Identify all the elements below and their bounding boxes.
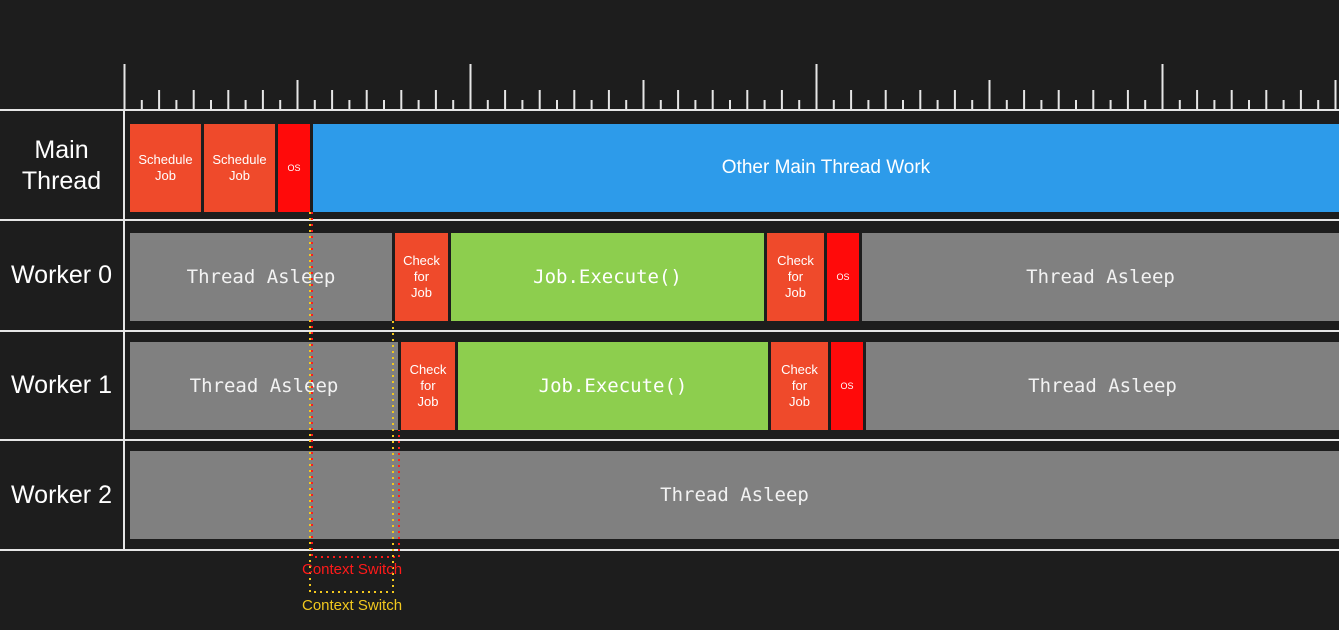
row-divider: [0, 330, 1339, 332]
thread-asleep-block: Thread Asleep: [130, 451, 1339, 539]
context-switch-red-label: Context Switch: [302, 561, 403, 578]
row-label-worker-0: Worker 0: [11, 261, 112, 289]
job-execute-block: Job.Execute(): [458, 342, 768, 430]
row-divider: [0, 439, 1339, 441]
other-main-thread-work-block: Other Main Thread Work: [313, 124, 1339, 212]
schedule-job-block: Schedule Job: [130, 124, 201, 212]
label-column-divider: [123, 110, 125, 550]
context-switch-yellow-label: Context Switch: [302, 597, 403, 614]
thread-asleep-block: Thread Asleep: [866, 342, 1339, 430]
row-label-worker-2: Worker 2: [11, 480, 112, 509]
thread-asleep-block: Thread Asleep: [130, 233, 392, 321]
os-block: OS: [827, 233, 859, 321]
thread-asleep-block: Thread Asleep: [862, 233, 1339, 321]
schedule-job-block: Schedule Job: [204, 124, 275, 212]
timeline-ruler: [123, 64, 1337, 110]
check-for-job-block: Check for Job: [395, 233, 448, 321]
row-label-worker-1: Worker 1: [11, 371, 112, 399]
row-divider: [0, 219, 1339, 221]
check-for-job-block: Check for Job: [767, 233, 824, 321]
row-divider: [0, 549, 1339, 551]
os-block: OS: [278, 124, 310, 212]
check-for-job-block: Check for Job: [401, 342, 455, 430]
thread-asleep-block: Thread Asleep: [130, 342, 398, 430]
os-block: OS: [831, 342, 863, 430]
job-execute-block: Job.Execute(): [451, 233, 764, 321]
row-label-main-thread: Main Thread: [21, 135, 102, 195]
row-divider: [0, 109, 1339, 111]
check-for-job-block: Check for Job: [771, 342, 828, 430]
